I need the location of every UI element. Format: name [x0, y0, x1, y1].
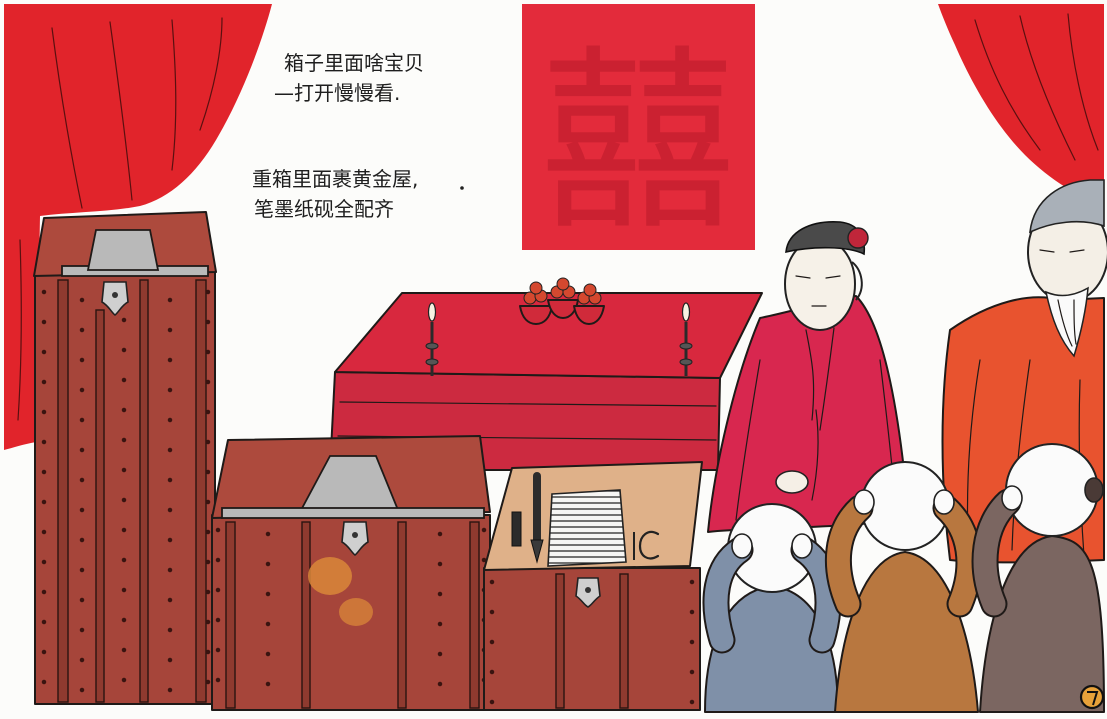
man-hair	[851, 261, 863, 301]
fruit-bowl	[519, 305, 553, 325]
lock-plate	[341, 521, 369, 557]
tall-chest-strap	[195, 279, 207, 703]
right-curtain	[938, 4, 1104, 205]
man-in-red-robe	[707, 221, 911, 533]
signature-stroke	[1087, 691, 1099, 706]
medium-chest-lock	[341, 521, 369, 557]
left-curtain-fold	[109, 21, 133, 201]
left-curtain-fold	[17, 239, 22, 421]
tall-chest-lock	[101, 281, 129, 317]
child-brown-clothes	[824, 461, 983, 713]
man-robe-collar	[805, 327, 835, 431]
brush-tip	[530, 539, 544, 564]
tall-chest-metal-plate	[86, 229, 160, 271]
left-candle	[425, 302, 439, 376]
caption-line-3: 重箱里面裹黄金屋,	[252, 167, 418, 191]
open-chest-strap	[555, 573, 565, 709]
lock-keyhole	[352, 532, 358, 538]
ink-stick	[511, 511, 522, 547]
child-hand	[791, 533, 813, 559]
right-curtain-fold	[1019, 15, 1076, 161]
caption-line-1: 箱子里面啥宝贝	[284, 51, 424, 75]
lock-plate	[101, 281, 129, 317]
left-curtain-fold	[199, 17, 223, 131]
child-dark-clothes	[971, 443, 1105, 713]
right-curtain-fabric	[938, 4, 1104, 205]
signature-circle	[1079, 684, 1105, 710]
child-body	[834, 551, 979, 713]
candlestick-knot	[679, 342, 693, 350]
medium-chest-strap	[397, 521, 407, 709]
medium-wooden-chest	[211, 435, 491, 711]
man-eyes	[795, 275, 841, 279]
handwritten-captions: 箱子里面啥宝贝 —打开慢慢看. 重箱里面裹黄金屋, 笔墨纸砚全配齐	[252, 51, 464, 221]
man-hat-flower	[847, 227, 869, 249]
child-gray-clothes	[702, 503, 842, 713]
right-candle	[679, 302, 693, 376]
child-hand	[1084, 477, 1104, 503]
left-curtain-fold	[51, 27, 83, 209]
child-arm	[973, 490, 1020, 616]
artist-signature-mark	[1079, 684, 1105, 710]
child-arm	[826, 496, 981, 616]
ink-stone-curve	[638, 530, 660, 560]
lock-keyhole	[112, 292, 118, 298]
candlestick-knot	[425, 342, 439, 350]
elder-eyes	[1039, 249, 1085, 253]
ink-stone	[633, 530, 660, 560]
child-hand	[853, 489, 875, 515]
right-curtain-fold	[1067, 13, 1099, 151]
tall-chest-strap	[95, 309, 105, 703]
lock-keyhole	[585, 587, 591, 593]
fruit-bowl	[573, 305, 605, 325]
tall-wooden-chest	[33, 211, 217, 705]
man-head	[784, 237, 856, 331]
fruit	[556, 277, 570, 291]
elder-cap	[1029, 179, 1105, 234]
left-curtain-fold	[171, 19, 177, 171]
altar-panel-line	[339, 401, 717, 407]
fruit	[529, 281, 543, 295]
caption-line-2: —打开慢慢看.	[274, 81, 400, 105]
child-hand	[933, 489, 955, 515]
man-hands	[775, 470, 809, 494]
fruit-offering-bowls	[519, 277, 605, 325]
medium-chest-strap	[225, 521, 236, 709]
left-curtain	[4, 4, 272, 450]
double-happiness-character: 囍	[540, 29, 736, 257]
candlestick-knot	[679, 358, 693, 366]
tall-chest-strap	[57, 279, 69, 703]
orange-stain	[308, 557, 352, 595]
medium-chest-metal-band	[221, 507, 485, 519]
caption-line-4: 笔墨纸砚全配齐	[254, 197, 394, 221]
double-happiness-banner: 囍	[522, 4, 755, 257]
man-robe-sash	[811, 409, 819, 501]
writing-brush	[511, 472, 544, 564]
child-hand	[731, 533, 753, 559]
orange-stain	[339, 598, 373, 626]
medium-chest-strap	[469, 521, 480, 709]
banner-paper	[522, 4, 755, 250]
candle-flame	[427, 302, 437, 322]
fruit	[583, 283, 597, 297]
medium-chest-strap	[301, 521, 311, 709]
elder-beard	[1044, 286, 1089, 358]
tall-chest-strap	[139, 279, 149, 703]
open-chest-lock	[575, 577, 601, 608]
book-stack	[547, 489, 627, 567]
open-stationery-chest	[483, 461, 703, 711]
child-arm	[704, 538, 840, 652]
right-curtain-fold	[974, 19, 1041, 151]
ink-dot	[460, 186, 464, 190]
candlestick-knot	[425, 358, 439, 366]
altar-top	[334, 292, 763, 379]
open-chest-strap	[619, 573, 629, 709]
candle-flame	[681, 302, 691, 322]
child-hand	[1001, 485, 1023, 511]
elder-beard-lines	[1057, 299, 1077, 347]
